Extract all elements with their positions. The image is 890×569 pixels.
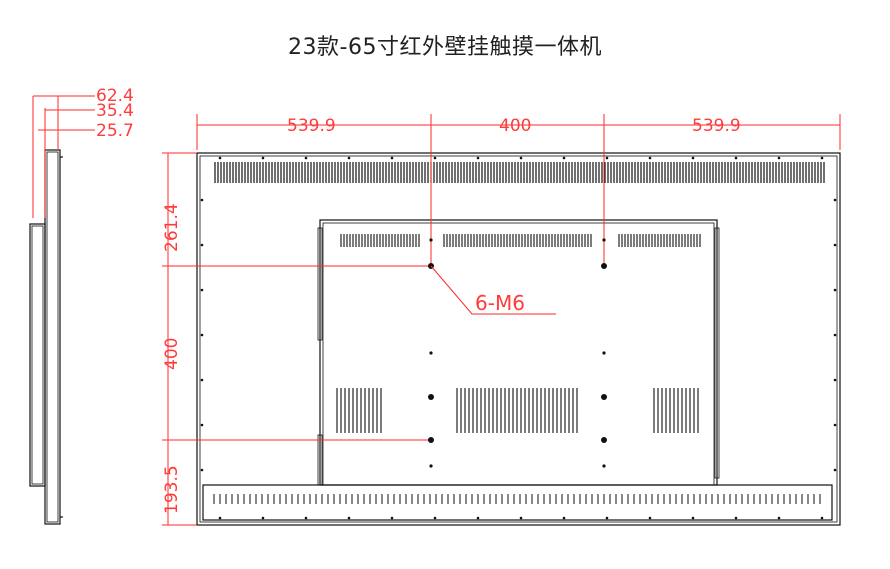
dot-4 <box>602 464 606 468</box>
perimeter-dot <box>200 423 204 427</box>
perimeter-dot <box>820 516 824 520</box>
back-cover-left-tab <box>317 227 323 341</box>
perimeter-dot <box>605 156 609 160</box>
m6-callout: 6-M6 <box>430 265 556 315</box>
perimeter-dot <box>691 156 695 160</box>
perimeter-dot <box>648 516 652 520</box>
side-view-bracket-inner <box>31 225 44 485</box>
side-dim-35-4: 35.4 <box>96 101 134 121</box>
perimeter-dot <box>734 156 738 160</box>
perimeter-dot <box>833 468 837 472</box>
hole-3 <box>428 394 434 400</box>
dot-5 <box>429 238 433 242</box>
perimeter-dot <box>218 156 222 160</box>
perimeter-dot <box>833 333 837 337</box>
perimeter-dot <box>691 516 695 520</box>
perimeter-dot <box>200 288 204 292</box>
top-dimensions: 539.9 400 539.9 <box>196 114 841 266</box>
perimeter-dot <box>833 378 837 382</box>
left-dim-top: 261.4 <box>162 203 182 252</box>
perimeter-dot <box>200 378 204 382</box>
perimeter-dot <box>304 516 308 520</box>
dot-3 <box>429 464 433 468</box>
top-dim-left: 539.9 <box>287 116 336 136</box>
hole-6 <box>601 437 607 443</box>
perimeter-dot <box>562 516 566 520</box>
perimeter-dot <box>648 156 652 160</box>
side-view <box>29 149 63 525</box>
callout-label: 6-M6 <box>475 291 525 315</box>
hole-5 <box>428 437 434 443</box>
perimeter-dot <box>433 156 437 160</box>
perimeter-dot <box>476 156 480 160</box>
perimeter-dot <box>562 156 566 160</box>
left-dim-mid: 400 <box>162 338 182 370</box>
page-title: 23款-65寸红外壁挂触摸一体机 <box>288 35 602 60</box>
perimeter-dot <box>519 516 523 520</box>
perimeter-dot <box>390 516 394 520</box>
perimeter-dot <box>833 198 837 202</box>
left-dimensions: 261.4 400 193.5 <box>162 152 431 526</box>
mounting-holes <box>428 238 607 468</box>
perimeter-dot <box>833 243 837 247</box>
perimeter-dot <box>820 156 824 160</box>
back-cover-right-tab <box>714 227 720 479</box>
back-view <box>196 152 841 526</box>
perimeter-dot <box>777 516 781 520</box>
perimeter-dot <box>390 156 394 160</box>
perimeter-dot <box>304 156 308 160</box>
dot-2 <box>602 351 606 355</box>
perimeter-dot <box>261 516 265 520</box>
hole-4 <box>601 394 607 400</box>
side-dim-62-4: 62.4 <box>96 86 134 106</box>
side-dim-25-7: 25.7 <box>96 121 134 141</box>
hole-2 <box>601 263 607 269</box>
vent-slots <box>200 156 837 520</box>
back-cover <box>319 219 718 486</box>
perimeter-dot <box>734 516 738 520</box>
side-view-inner <box>46 151 59 523</box>
panel-inner-outline <box>199 155 838 523</box>
perimeter-dot <box>200 198 204 202</box>
bottom-speaker-bar <box>202 484 833 521</box>
side-view-bracket <box>29 223 46 487</box>
perimeter-dot <box>476 516 480 520</box>
dot-6 <box>602 238 606 242</box>
perimeter-dot <box>519 156 523 160</box>
perimeter-dot <box>218 516 222 520</box>
dot-1 <box>429 351 433 355</box>
perimeter-dot <box>777 156 781 160</box>
perimeter-dot <box>200 468 204 472</box>
perimeter-dot <box>200 333 204 337</box>
top-dim-mid: 400 <box>499 116 531 136</box>
perimeter-dot <box>605 516 609 520</box>
left-dim-bottom: 193.5 <box>162 465 182 514</box>
side-dimensions: 62.4 35.4 25.7 <box>32 86 134 218</box>
panel-outline <box>196 152 841 526</box>
perimeter-dot <box>833 423 837 427</box>
top-dim-right: 539.9 <box>692 116 741 136</box>
callout-leader <box>430 265 556 315</box>
perimeter-dot <box>261 156 265 160</box>
perimeter-dot <box>347 516 351 520</box>
back-cover-inner <box>322 222 715 486</box>
perimeter-dot <box>833 288 837 292</box>
perimeter-dot <box>347 156 351 160</box>
perimeter-dot <box>433 516 437 520</box>
perimeter-dot <box>200 243 204 247</box>
